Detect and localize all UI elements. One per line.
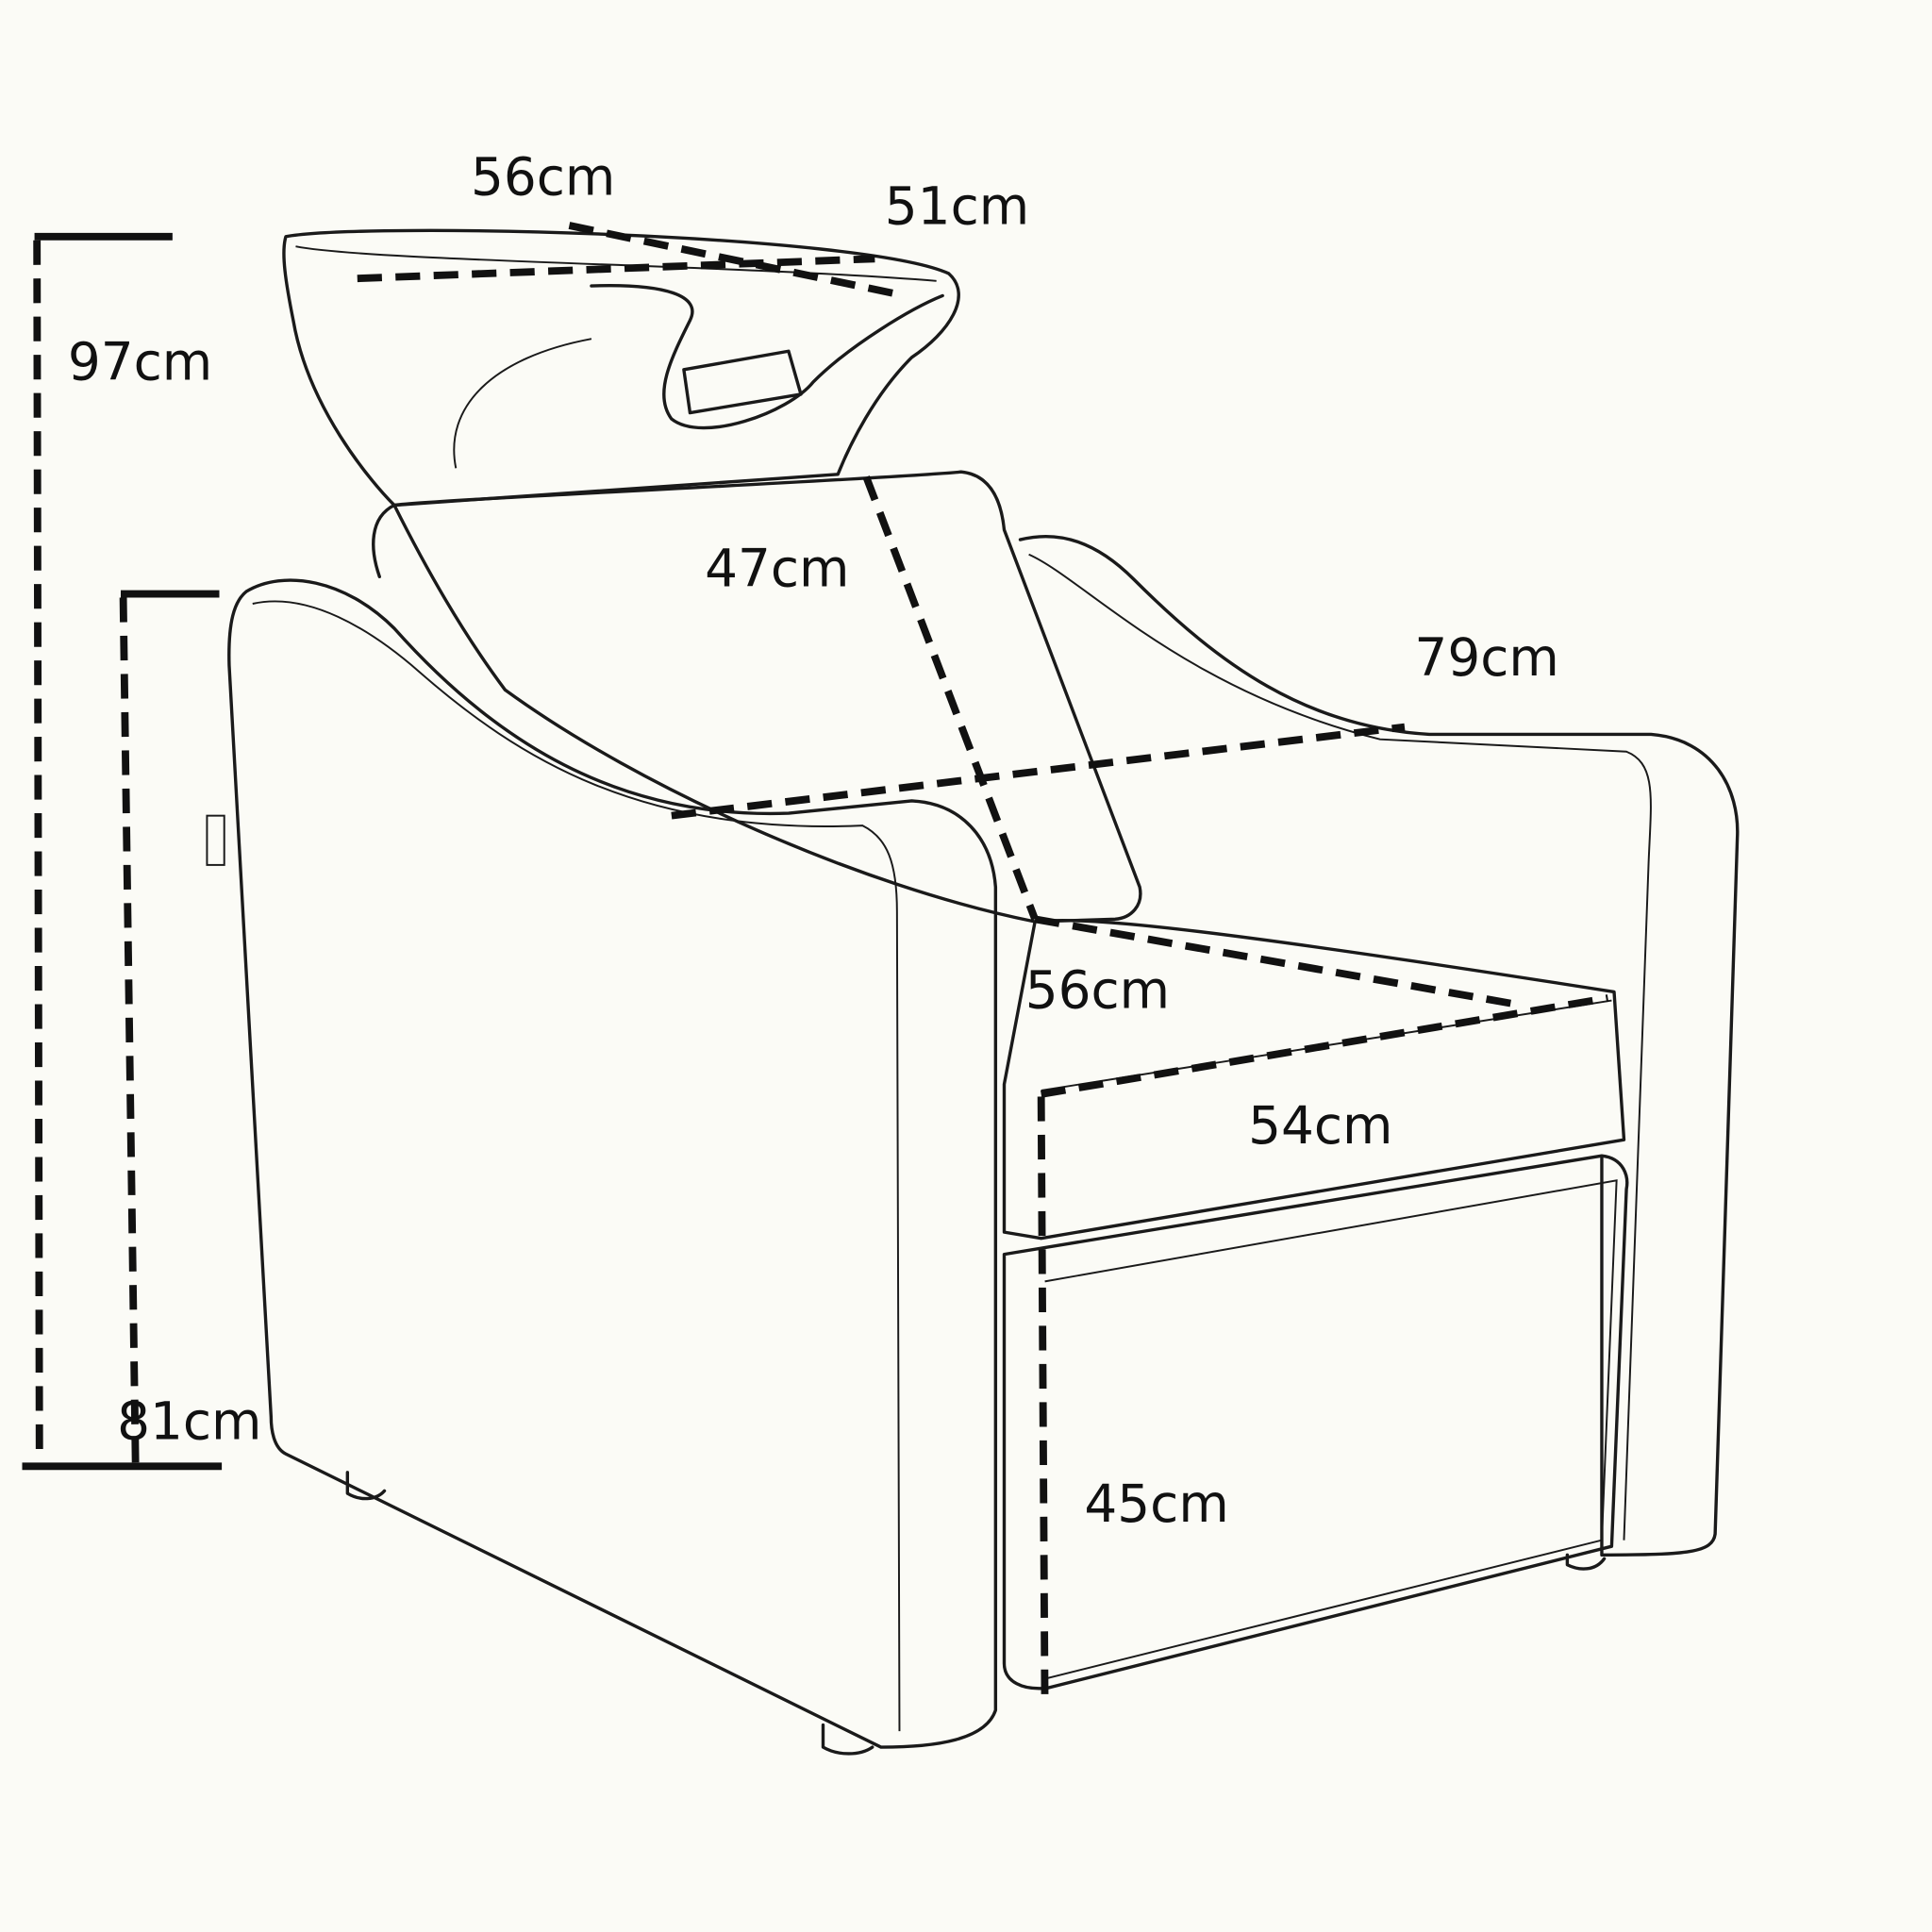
depth-79-dashes <box>671 723 1406 820</box>
left-armrest <box>227 578 998 1749</box>
footrest <box>1002 1154 1629 1690</box>
basin-outline <box>282 228 960 508</box>
tag-label <box>206 814 225 866</box>
total-height-label: 97cm <box>68 331 212 391</box>
backrest-side <box>372 503 396 578</box>
left-armrest-inner <box>252 600 901 1732</box>
left-foot <box>821 1723 874 1756</box>
height-81-dashes <box>119 597 140 1464</box>
chair-drawing <box>206 228 1740 1756</box>
basin-rim <box>295 245 937 282</box>
seat-height-dashes <box>1037 1096 1049 1707</box>
footrest-inner <box>1044 1179 1618 1679</box>
seat-width-dashes <box>1041 994 1609 1098</box>
overall-depth-label: 79cm <box>1414 627 1558 688</box>
right-armrest <box>1018 534 1740 1557</box>
dimension-lines <box>22 222 1609 1707</box>
basin-inner <box>453 338 592 469</box>
seat-width-label: 54cm <box>1248 1095 1392 1156</box>
right-foot <box>1565 1553 1607 1571</box>
seat-height-label: 45cm <box>1084 1474 1228 1534</box>
height-97-line <box>22 232 223 1471</box>
right-armrest-inner <box>1028 553 1652 1541</box>
seat-depth-label: 56cm <box>1025 959 1170 1020</box>
back-foot <box>345 1471 387 1501</box>
armrest-height-label: 81cm <box>117 1391 261 1452</box>
height-97-dashes <box>33 240 43 1460</box>
basin-depth-dashes <box>568 222 894 297</box>
neck-rest <box>682 349 803 415</box>
basin-width-label: 56cm <box>471 146 615 207</box>
dimension-labels: 56cm 51cm 97cm 47cm 79cm 56cm 54cm 81cm … <box>68 146 1559 1534</box>
basin-width-dashes <box>357 255 875 283</box>
backrest-dashes <box>862 475 1039 921</box>
basin-depth-label: 51cm <box>885 176 1029 237</box>
backrest <box>392 470 1142 924</box>
seat-cushion <box>1002 918 1626 1241</box>
basin-neck-cutout <box>590 283 944 430</box>
backrest-height-label: 47cm <box>705 539 849 599</box>
seat-depth-dashes <box>1034 915 1517 1008</box>
